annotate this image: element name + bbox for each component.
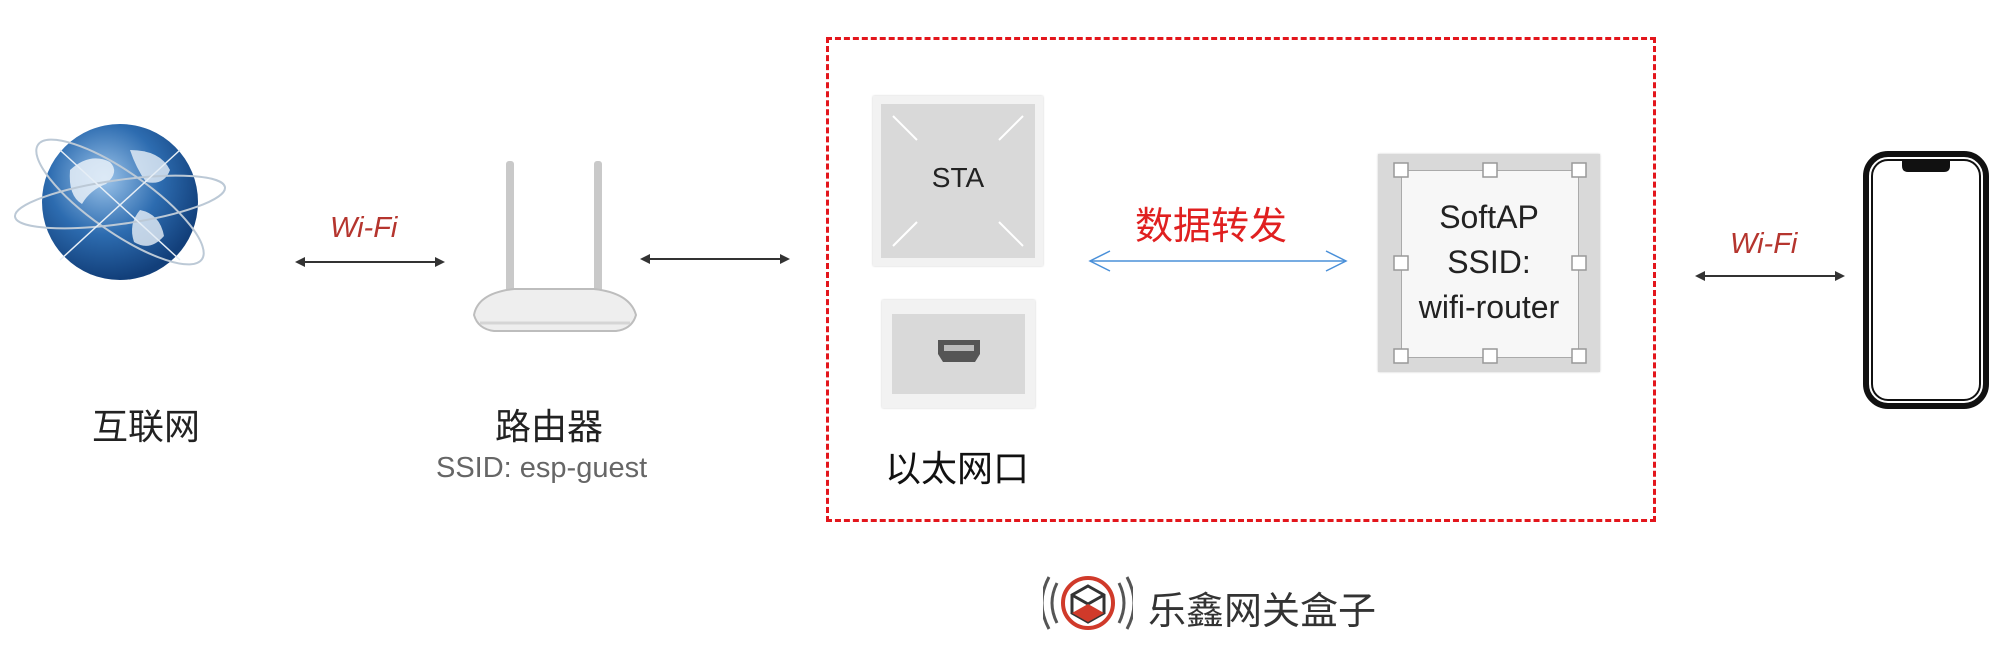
gateway-box <box>826 37 1656 522</box>
ethernet-port <box>882 300 1035 408</box>
ethernet-port-icon <box>934 336 984 366</box>
internet-label: 互联网 <box>92 407 201 448</box>
router-icon <box>460 155 650 355</box>
softap-chip: SoftAP SSID: wifi-router <box>1378 154 1600 372</box>
sta-chip: STA <box>873 96 1043 266</box>
brand-name: 乐鑫网关盒子 <box>1148 589 1377 633</box>
wifi-label-left: Wi-Fi <box>330 212 398 244</box>
ethernet-label: 以太网口 <box>885 449 1030 490</box>
softap-line2: SSID: <box>1447 244 1531 280</box>
bidirectional-arrow-icon <box>1695 266 1845 290</box>
bidirectional-arrow-icon <box>640 249 790 273</box>
forwarding-arrow-icon <box>1088 249 1348 277</box>
softap-line3: wifi-router <box>1418 289 1560 325</box>
router-ssid: SSID: esp-guest <box>436 452 648 484</box>
softap-line1: SoftAP <box>1439 199 1539 235</box>
forwarding-label: 数据转发 <box>1135 204 1288 248</box>
wifi-label-right: Wi-Fi <box>1730 228 1798 260</box>
bidirectional-arrow-icon <box>295 252 445 276</box>
globe-icon <box>10 110 230 290</box>
router-label: 路由器 <box>495 407 604 448</box>
phone-icon <box>1862 150 1990 410</box>
brand-logo-icon <box>1040 568 1136 638</box>
sta-label: STA <box>931 162 985 193</box>
